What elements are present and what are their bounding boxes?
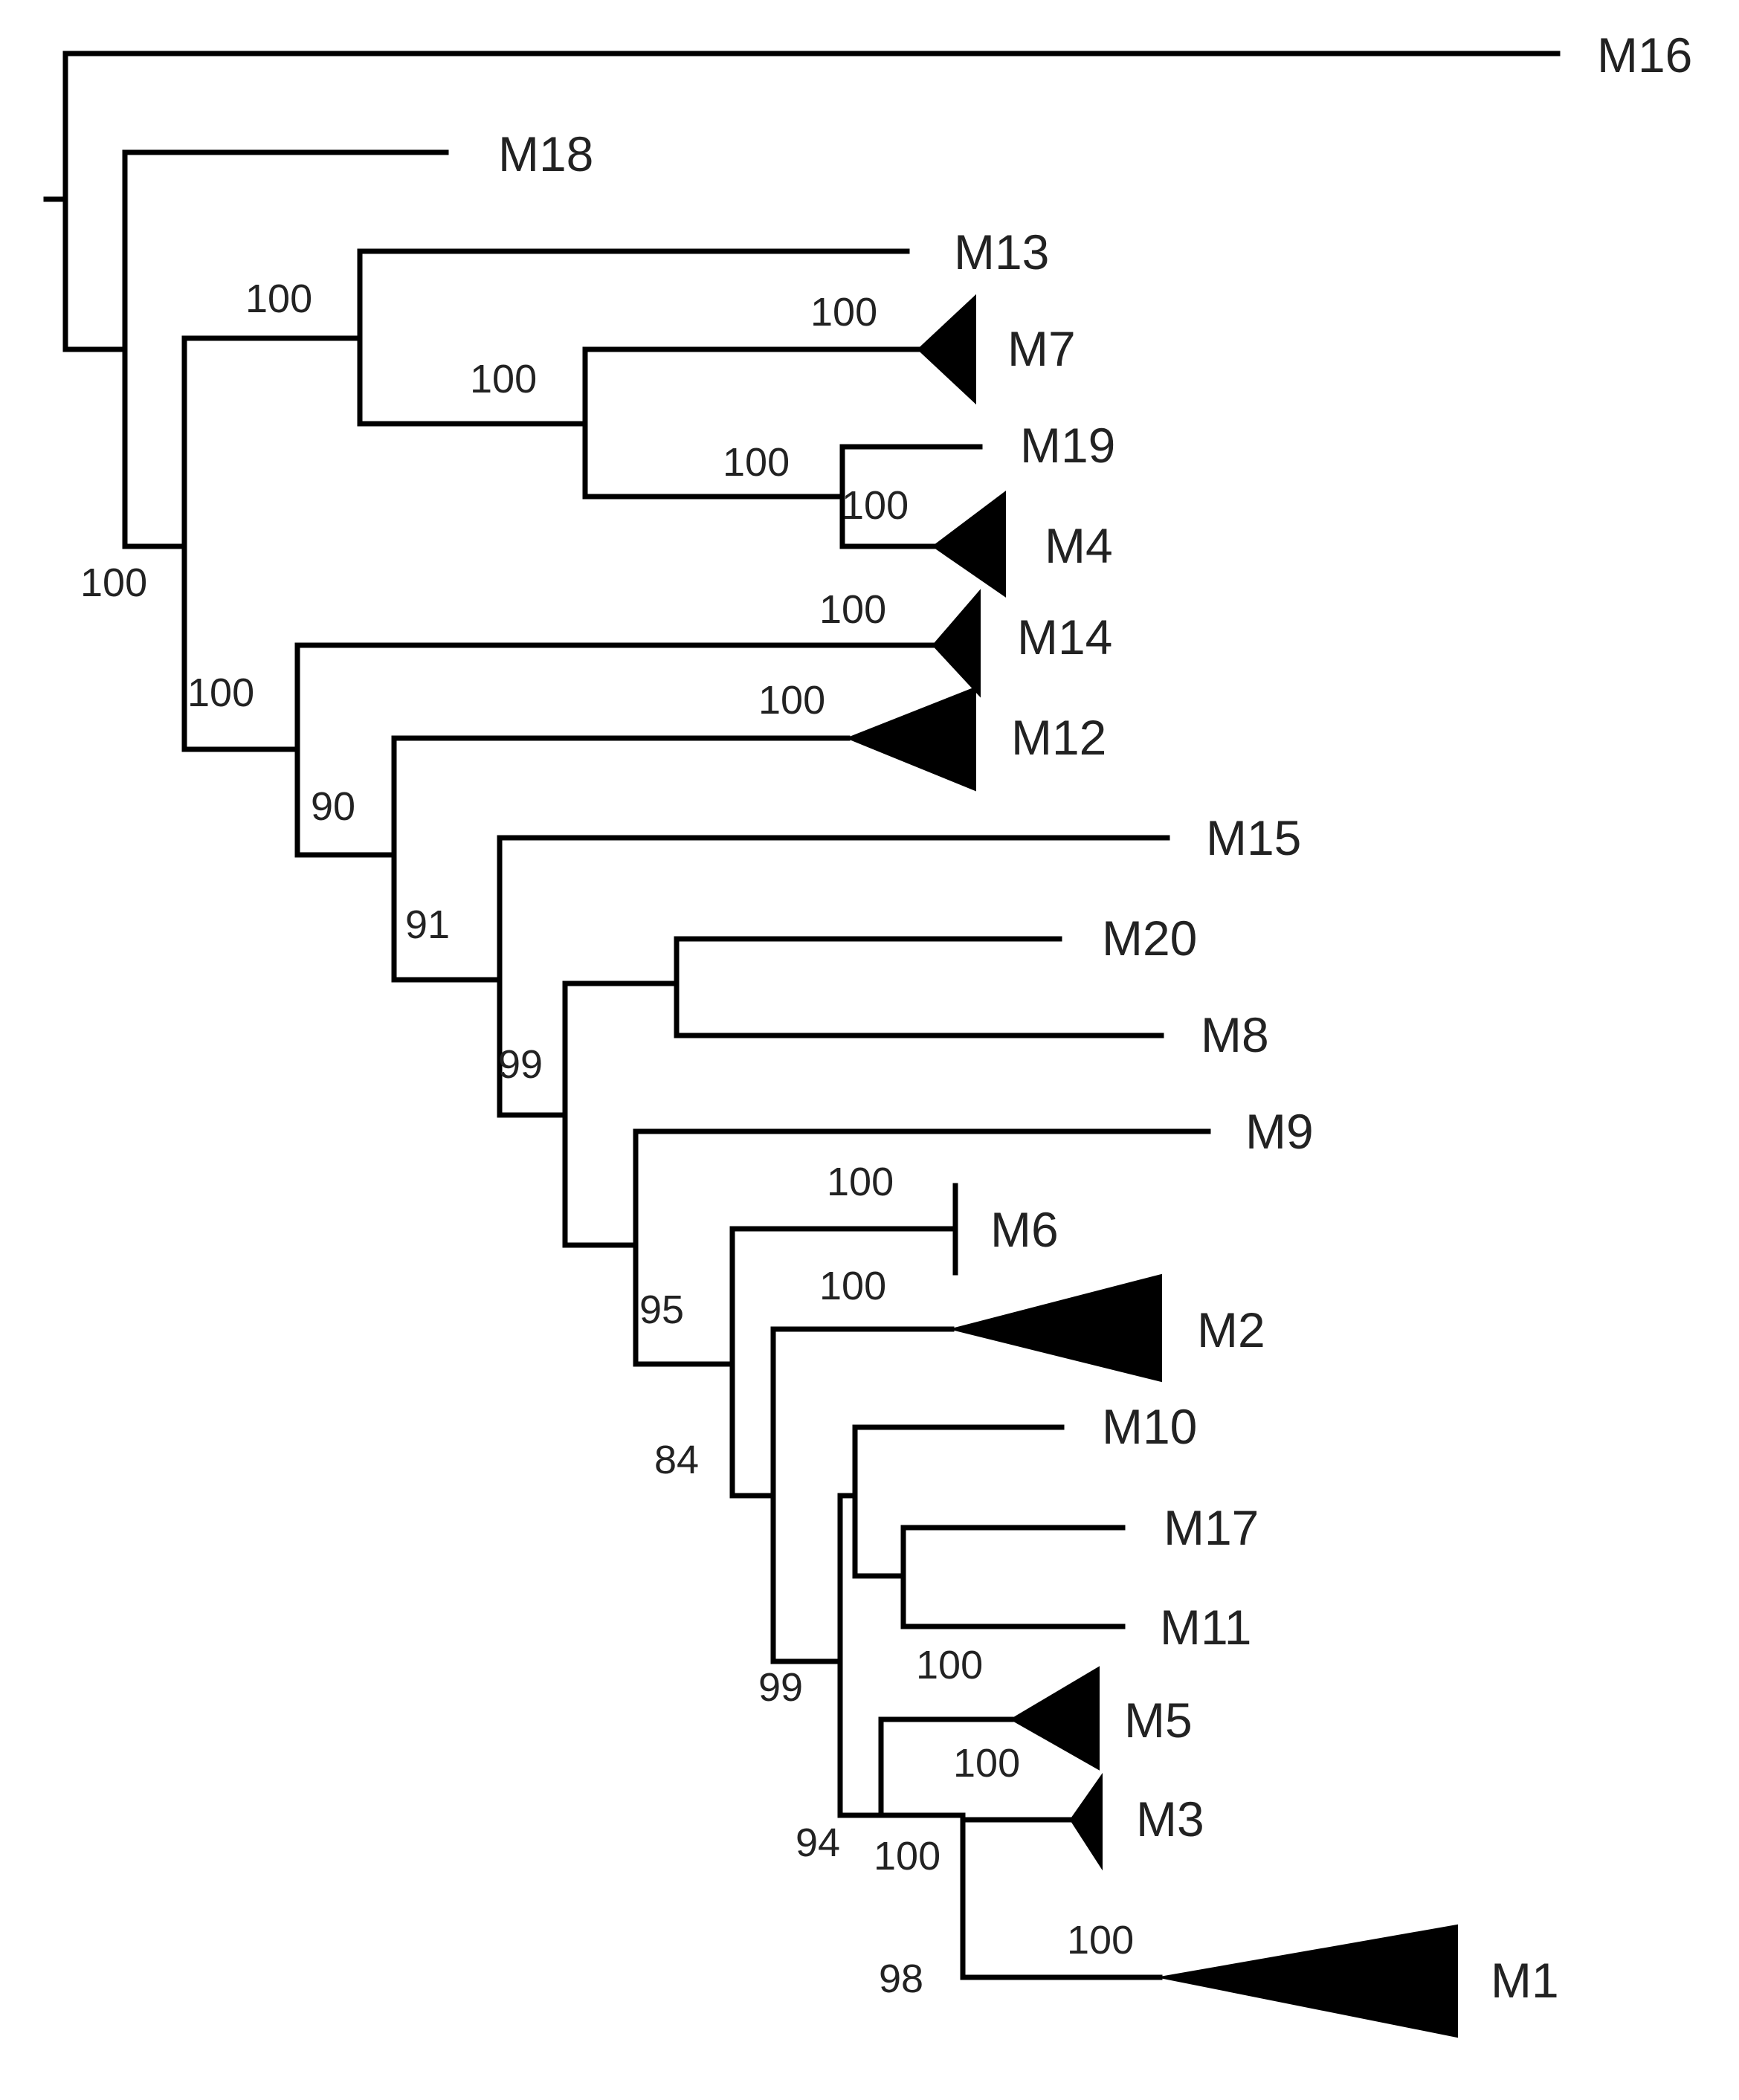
leaf-label-m10: M10 [1102,1399,1197,1454]
leaf-label-m13: M13 [954,224,1049,280]
branch-m9-node [633,1128,1211,1367]
branch-root [43,51,128,352]
collapsed-clades [845,294,1458,2038]
support-value: 99 [758,1665,803,1710]
support-value: 100 [827,1160,894,1204]
support-value: 100 [758,678,825,723]
clade-m12 [845,686,976,792]
leaf-label-m5: M5 [1124,1693,1193,1748]
leaf-label-m9: M9 [1245,1104,1314,1159]
leaf-labels: M16 M18 M13 M7 M19 M4 M14 M12 M15 M20 M8… [498,28,1692,2008]
leaf-label-m4: M4 [1045,518,1113,573]
branch-m17-m11 [900,1525,1126,1629]
clade-m14 [932,589,981,698]
branch-m14-node [294,642,936,858]
branch-m10-node [837,1493,884,1818]
branch-m18-node [122,149,449,549]
leaf-label-m11: M11 [1160,1600,1252,1655]
leaf-label-m20: M20 [1102,911,1197,966]
support-value: 100 [245,277,312,321]
support-value: 100 [470,357,537,401]
leaf-label-m7: M7 [1007,321,1076,376]
support-value: 95 [639,1288,684,1332]
branch-m6-node [729,1226,958,1499]
support-value: 94 [796,1820,840,1865]
tree-branches [43,51,1561,1980]
clade-m5 [1010,1666,1100,1771]
clade-m1 [1159,1924,1458,2038]
clade-m4 [932,490,1006,598]
support-value: 98 [879,1957,923,2001]
branch-m13-node [357,248,910,427]
branch-m10-m17m11 [852,1424,1065,1579]
branch-m2-node [770,1326,955,1664]
branch-m20-node [562,980,680,1248]
clade-m7 [917,294,976,405]
leaf-label-m14: M14 [1017,610,1112,665]
branch-m3-node [960,1817,1163,1980]
support-value: 84 [654,1438,699,1482]
leaf-label-m19: M19 [1020,418,1115,473]
branch-m15-node [497,835,1170,1118]
support-value: 99 [498,1042,543,1087]
leaf-label-m3: M3 [1136,1792,1204,1847]
support-value: 100 [187,671,254,715]
clade-m3 [1069,1772,1103,1871]
support-value: 100 [723,440,790,485]
support-value: 100 [842,483,909,528]
clade-m2 [951,1273,1162,1383]
leaf-label-m8: M8 [1201,1007,1269,1062]
leaf-label-m12: M12 [1011,710,1106,765]
leaf-label-m1: M1 [1491,1953,1559,2008]
leaf-label-m2: M2 [1197,1302,1265,1357]
leaf-label-m6: M6 [990,1202,1059,1257]
branch-m19-node [839,444,983,549]
support-value: 100 [80,560,147,605]
support-value: 100 [874,1834,941,1878]
support-value: 100 [916,1643,983,1687]
leaf-label-m17: M17 [1164,1500,1259,1555]
branch-m5-node [878,1716,1014,1818]
leaf-label-m18: M18 [498,126,593,181]
support-value: 91 [405,902,450,947]
support-value: 100 [819,587,886,632]
support-value: 90 [311,784,355,829]
branch-m12-node [391,735,851,983]
support-value: 100 [819,1264,886,1308]
leaf-label-m15: M15 [1206,810,1301,865]
branch-m7-node [582,346,921,500]
support-values: 100 100 100 100 100 100 100 100 100 90 9… [80,277,1134,2001]
branch-m20-m8 [674,936,1164,1038]
support-value: 100 [810,290,877,335]
support-value: 100 [1067,1918,1134,1962]
leaf-label-m16: M16 [1597,28,1692,83]
support-value: 100 [953,1741,1020,1786]
branch-big-node [181,335,363,752]
